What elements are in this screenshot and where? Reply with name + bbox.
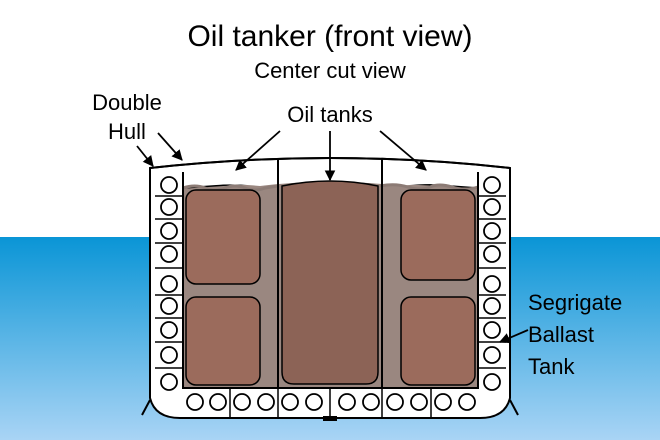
arrow-double-hull-outer (136, 145, 154, 167)
ballast-right-wall (483, 176, 501, 391)
arrow-oil-tank-left (235, 130, 281, 171)
label-double-hull-line1: Double (92, 90, 162, 115)
label-ballast-line2: Ballast (528, 322, 594, 347)
label-ballast-line1: Segrigate (528, 290, 622, 315)
arrow-oil-tank-right (379, 130, 427, 171)
keel-left (141, 399, 151, 416)
keel-plate (323, 416, 337, 421)
oil-tank-right-lower (400, 296, 476, 386)
arrow-double-hull-inner (157, 132, 183, 161)
oil-tank-right-upper (400, 189, 476, 281)
label-double-hull-line2: Hull (108, 119, 146, 144)
oil-tank-left-upper (185, 189, 261, 285)
ballast-left-wall (160, 176, 178, 391)
label-ballast-line3: Tank (528, 354, 575, 379)
oil-tank-center (281, 180, 379, 385)
ballast-right-cells (478, 195, 506, 369)
ballast-left-cells (155, 195, 183, 369)
ballast-bottom-cells (229, 388, 432, 418)
title: Oil tanker (front view) (187, 20, 472, 53)
oil-tank-left-lower (185, 296, 261, 386)
arrow-ballast (499, 329, 529, 344)
label-oil-tanks: Oil tanks (287, 102, 373, 127)
subtitle: Center cut view (254, 58, 406, 83)
ballast-bottom (186, 393, 476, 411)
keel-right (509, 399, 519, 416)
